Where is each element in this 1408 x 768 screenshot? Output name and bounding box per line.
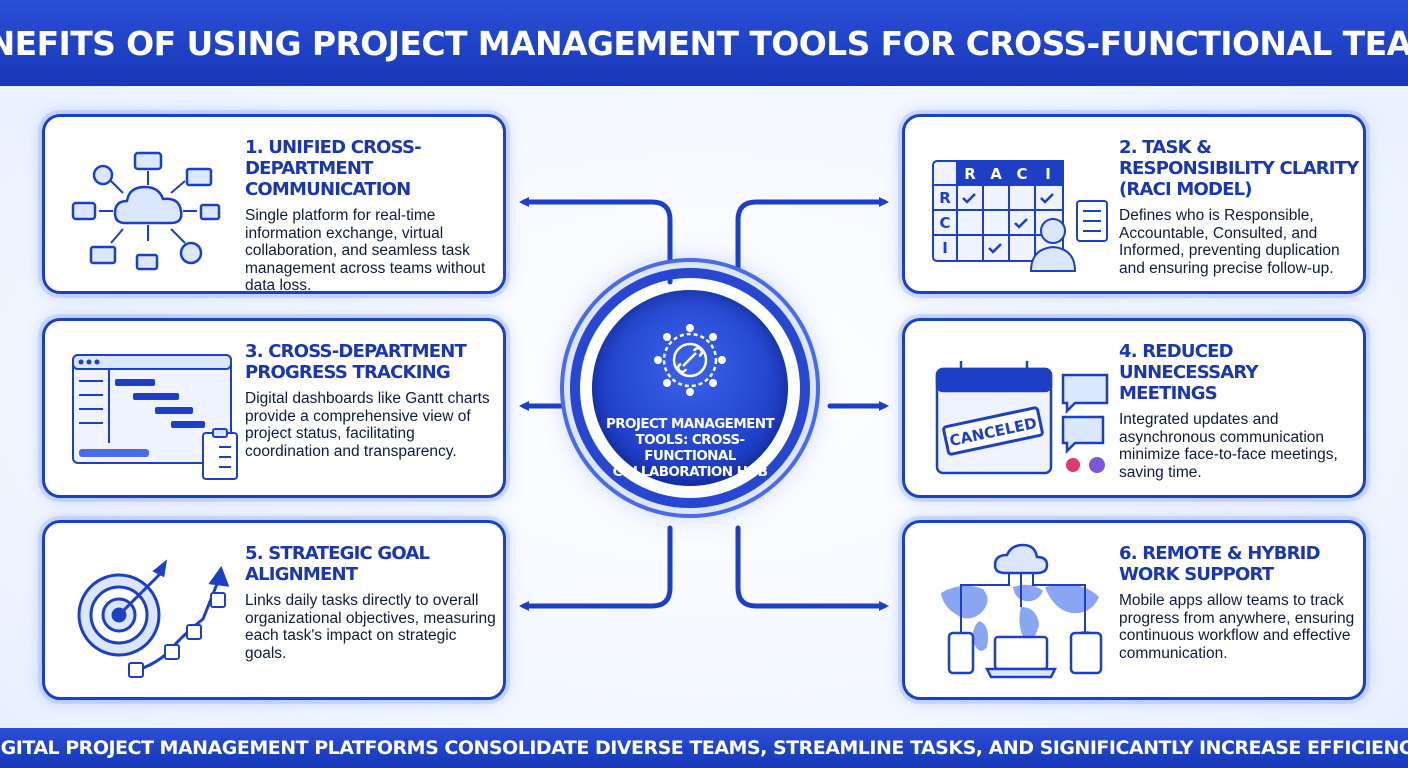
card-title: 3. CROSS-DEPARTMENT PROGRESS TRACKING — [245, 341, 467, 383]
connector-card-5 — [519, 525, 673, 611]
card-title: 2. TASK & RESPONSIBILITY CLARITY (RACI M… — [1119, 137, 1359, 200]
gantt-dashboard-icon — [72, 354, 238, 480]
card-progress-tracking: 3. CROSS-DEPARTMENT PROGRESS TRACKING Di… — [42, 318, 506, 498]
card-body: Mobile apps allow teams to track progres… — [1119, 592, 1355, 662]
raci-header-r: R — [964, 165, 976, 183]
footer-text: DIGITAL PROJECT MANAGEMENT PLATFORMS CON… — [0, 737, 1408, 759]
card-unified-communication: 1. UNIFIED CROSS-DEPARTMENT COMMUNICATIO… — [42, 114, 506, 294]
target-growth-icon — [77, 559, 230, 678]
card-title: 4. REDUCED UNNECESSARY MEETINGS — [1119, 341, 1259, 404]
card-title: 1. UNIFIED CROSS-DEPARTMENT COMMUNICATIO… — [245, 137, 422, 200]
raci-matrix-icon: R A C I R C I — [932, 160, 1108, 272]
hub-ring — [570, 268, 810, 508]
connector-card-6 — [735, 525, 889, 611]
card-body: Integrated updates and asynchronous comm… — [1119, 411, 1338, 481]
raci-row-r: R — [939, 189, 951, 207]
card-title: 6. REMOTE & HYBRID WORK SUPPORT — [1119, 543, 1321, 585]
card-body: Single platform for real-time informatio… — [245, 207, 486, 294]
gear-network-icon — [654, 324, 726, 396]
hub-label: PROJECT MANAGEMENT TOOLS: CROSS-FUNCTION… — [605, 416, 775, 480]
card-goal-alignment: 5. STRATEGIC GOAL ALIGNMENT Links daily … — [42, 520, 506, 700]
raci-header-a: A — [990, 165, 1002, 183]
card-body: Digital dashboards like Gantt charts pro… — [245, 390, 490, 460]
central-hub: PROJECT MANAGEMENT TOOLS: CROSS-FUNCTION… — [570, 268, 810, 508]
raci-row-c: C — [939, 214, 950, 232]
card-remote-hybrid: 6. REMOTE & HYBRID WORK SUPPORT Mobile a… — [902, 520, 1366, 700]
world-devices-icon — [941, 543, 1103, 679]
page-title: BENEFITS OF USING PROJECT MANAGEMENT TOO… — [0, 23, 1408, 63]
card-body: Defines who is Responsible, Accountable,… — [1119, 207, 1340, 277]
card-body: Links daily tasks directly to overall or… — [245, 592, 496, 662]
footer-bar: DIGITAL PROJECT MANAGEMENT PLATFORMS CON… — [0, 728, 1408, 768]
cloud-network-icon — [71, 151, 221, 271]
raci-row-i: I — [942, 239, 948, 257]
raci-header-i: I — [1045, 165, 1051, 183]
raci-header-c: C — [1016, 165, 1027, 183]
card-reduced-meetings: CANCELED 4. REDUCED UNNECESSARY MEETINGS… — [902, 318, 1366, 498]
title-bar: BENEFITS OF USING PROJECT MANAGEMENT TOO… — [0, 0, 1408, 86]
canceled-calendar-icon: CANCELED — [935, 361, 1109, 475]
card-title: 5. STRATEGIC GOAL ALIGNMENT — [245, 543, 430, 585]
card-raci-clarity: R A C I R C I 2. TASK & RESPONSIBILITY C… — [902, 114, 1366, 294]
